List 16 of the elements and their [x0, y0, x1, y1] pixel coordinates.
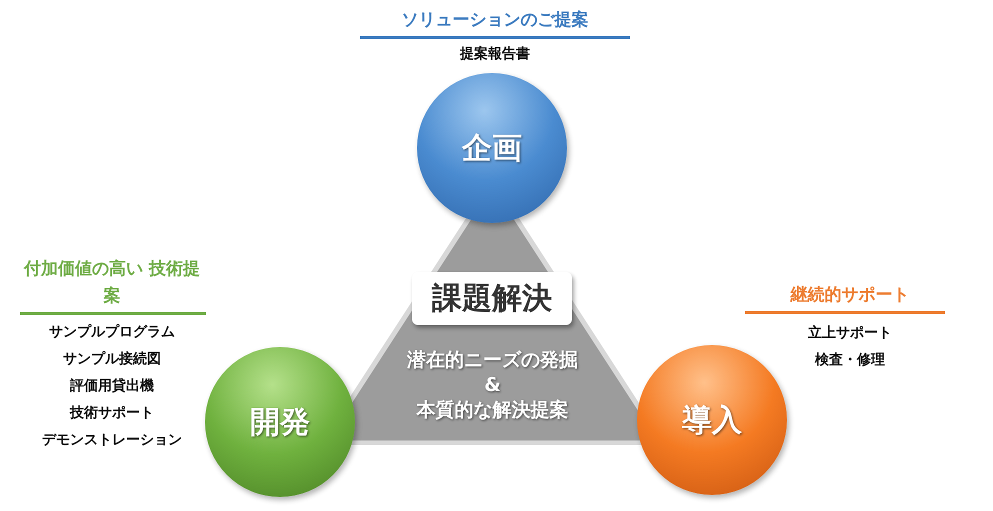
heading-text: ソリューションのご提案 — [400, 9, 590, 32]
development-circle: 開発 — [205, 347, 355, 497]
list-item: 検査・修理 — [814, 351, 886, 369]
list-item: 技術サポート — [68, 404, 155, 422]
body-text: 潜在的ニーズの発掘 & 本質的な解決提案 — [406, 348, 579, 423]
list-item: 立上サポート — [807, 324, 893, 342]
list-item: 提案報告書 — [458, 45, 531, 63]
introduction-circle: 導入 — [637, 345, 787, 495]
title-box: 課題解決 — [412, 272, 572, 325]
planning-circle: 企画 — [417, 73, 567, 223]
list-item: 評価用貸出機 — [68, 377, 155, 395]
list-item: デモンストレーション — [41, 431, 183, 449]
list-item: サンプル接続図 — [62, 350, 162, 368]
heading-text: 付加価値の高い 技術提案 — [22, 258, 201, 308]
heading-text: 継続的サポート — [789, 284, 910, 307]
list-item: サンプルプログラム — [48, 323, 176, 341]
